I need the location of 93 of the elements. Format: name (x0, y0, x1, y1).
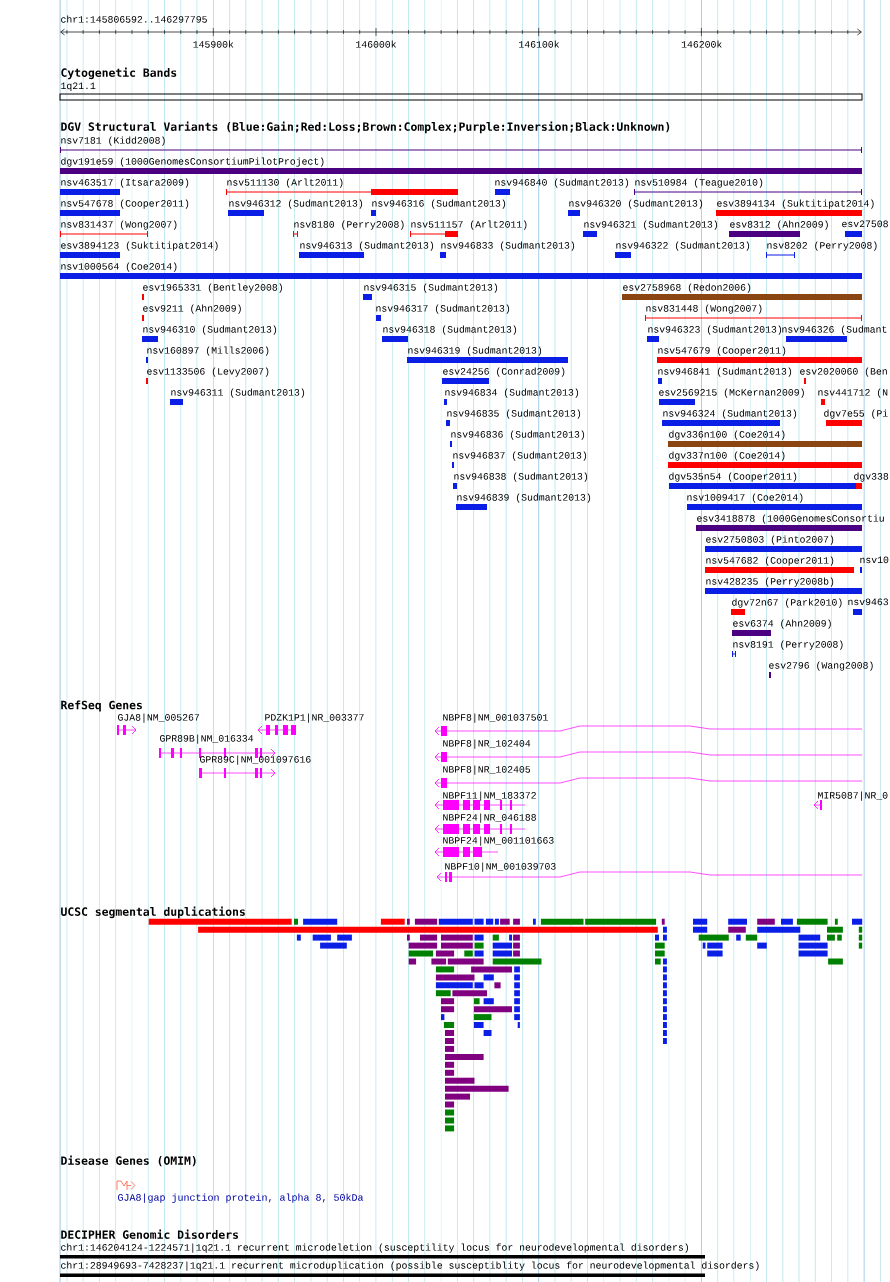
variant-label: nsv463517 (Itsara2009) (61, 178, 189, 188)
variant-label: dgv338 (854, 472, 889, 482)
tick-label: 146200k (681, 40, 722, 48)
track-title: Cytogenetic Bands (61, 67, 177, 80)
variant-label: nsv946836 (Sudmant2013) (451, 430, 585, 440)
gene-label: NBPF8|NR_102404 (443, 739, 531, 749)
variant-label: esv3894134 (Suktitipat2014) (717, 199, 874, 209)
gene-label: GJA8|NM_005267 (118, 713, 200, 723)
variant-label: nsv946321 (Sudmant2013) (584, 220, 718, 230)
variant-label: nsv946839 (Sudmant2013) (457, 493, 591, 503)
variant-label: nsv10 (860, 556, 889, 564)
variant-label: nsv831448 (Wong2007) (646, 304, 762, 314)
variant-label: nsv7181 (Kidd2008) (61, 136, 165, 146)
variant-label: nsv946834 (Sudmant2013) (445, 388, 579, 398)
variant-label: nsv946324 (Sudmant2013) (663, 409, 797, 419)
gene-label: NBPF8|NR_102405 (443, 765, 531, 775)
variant-label: dgv337n100 (Coe2014) (669, 451, 785, 461)
band-label: 1q21.1 (61, 82, 96, 92)
gene-label: GJA8|gap junction protein, alpha 8, 50kDa (118, 1193, 364, 1203)
disorder-label: chr1:146204124-1224571|1q21.1 recurrent microdeletion (susceptility locus for neurodevelopmental disorders) (61, 1243, 688, 1253)
variant-label: nsv946838 (Sudmant2013) (454, 472, 588, 482)
variant-label: nsv9463 (848, 598, 889, 606)
variant-label: esv2020060 (Ben (800, 367, 887, 377)
variant-label: nsv8202 (Perry2008) (767, 241, 877, 251)
gene-label: PDZK1P1|NR_003377 (265, 713, 364, 723)
variant-label: esv6374 (Ahn2009) (733, 619, 831, 629)
gene-label: MIR5087|NR_0 (818, 791, 888, 801)
variant-label: esv27508 (842, 220, 888, 228)
variant-label: nsv511157 (Arlt2011) (411, 220, 527, 230)
gene-label: NBPF10|NM_001039703 (445, 862, 556, 872)
variant-label: nsv946319 (Sudmant2013) (408, 346, 542, 356)
variant-label: esv24256 (Conrad2009) (443, 367, 565, 377)
variant-label: nsv8191 (Perry2008) (733, 640, 843, 650)
gene-label: NBPF24|NR_046188 (443, 813, 536, 823)
variant-label: nsv946318 (Sudmant2013) (383, 325, 517, 335)
variant-label: dgv191e59 (1000GenomesConsortiumPilotProject) (61, 157, 324, 167)
variant-label: esv2758968 (Redon2006) (623, 283, 751, 293)
variant-label: nsv946840 (Sudmant2013) (495, 178, 629, 188)
variant-label: esv1133506 (Levy2007) (147, 367, 269, 377)
variant-label: nsv946323 (Sudmant2013) (648, 325, 782, 335)
variant-label: nsv511130 (Arlt2011) (227, 178, 343, 188)
variant-label: esv2796 (Wang2008) (769, 661, 873, 671)
track-title: DGV Structural Variants (Blue:Gain;Red:Loss;Brown:Complex;Purple:Inversion;Black:Unknown) (61, 121, 670, 134)
variant-label: esv3894123 (Suktitipat2014) (61, 241, 218, 251)
gene-label: GPR89C|NM_001097616 (200, 755, 311, 765)
variant-label: nsv946833 (Sudmant2013) (441, 241, 575, 251)
track-title: UCSC segmental duplications (61, 906, 245, 919)
tick-label: 146100k (519, 40, 560, 48)
track-title: RefSeq Genes (61, 700, 142, 712)
tick-label: 146000k (356, 40, 397, 48)
variant-label: esv8312 (Ahn2009) (730, 220, 828, 230)
gene-label: NBPF8|NM_001037501 (443, 713, 548, 723)
variant-label: nsv946311 (Sudmant2013) (171, 388, 305, 398)
variant-label: nsv946837 (Sudmant2013) (453, 451, 587, 461)
variant-label: nsv547678 (Cooper2011) (61, 199, 189, 209)
variant-label: nsv946326 (Sudmant (782, 325, 887, 335)
variant-label: esv3418878 (1000GenomesConsortiu (697, 514, 884, 524)
gene-label: NBPF11|NM_183372 (443, 791, 536, 801)
variant-label: nsv8180 (Perry2008) (294, 220, 404, 230)
variant-label: nsv547682 (Cooper2011) (706, 556, 834, 566)
variant-label: dgv7e55 (Pi (824, 409, 888, 419)
variant-label: nsv946320 (Sudmant2013) (569, 199, 703, 209)
variant-label: nsv946315 (Sudmant2013) (364, 283, 498, 293)
variant-label: esv2569215 (McKernan2009) (659, 388, 804, 398)
variant-label: nsv831437 (Wong2007) (61, 220, 177, 230)
locus-label: chr1:145806592..146297795 (61, 15, 207, 23)
gene-label: GPR89B|NM_016334 (160, 734, 254, 744)
gene-label: NBPF24|NM_001101663 (443, 836, 554, 846)
variant-label: dgv336n100 (Coe2014) (669, 430, 785, 440)
variant-label: nsv946835 (Sudmant2013) (447, 409, 581, 419)
variant-label: nsv946310 (Sudmant2013) (143, 325, 277, 335)
variant-label: nsv1009417 (Coe2014) (687, 493, 803, 503)
variant-label: nsv510984 (Teague2010) (635, 178, 763, 188)
variant-label: nsv428235 (Perry2008b) (706, 577, 834, 587)
variant-label: dgv535n54 (Cooper2011) (669, 472, 797, 482)
variant-label: esv2750803 (Pinto2007) (706, 535, 834, 545)
variant-label: dgv72n67 (Park2010) (732, 598, 842, 608)
variant-label: esv1965331 (Bentley2008) (143, 283, 282, 293)
variant-label: nsv1000564 (Coe2014) (61, 262, 177, 272)
variant-label: nsv441712 (N (818, 388, 888, 398)
variant-label: nsv946313 (Sudmant2013) (300, 241, 434, 251)
variant-label: nsv547679 (Cooper2011) (658, 346, 786, 356)
track-title: DECIPHER Genomic Disorders (61, 1229, 238, 1239)
variant-label: nsv946316 (Sudmant2013) (372, 199, 506, 209)
variant-label: esv9211 (Ahn2009) (143, 304, 241, 314)
variant-label: nsv946312 (Sudmant2013) (229, 199, 363, 209)
variant-label: nsv946317 (Sudmant2013) (376, 304, 510, 314)
variant-label: nsv946841 (Sudmant2013) (658, 367, 792, 377)
track-title: Disease Genes (OMIM) (61, 1155, 196, 1167)
variant-label: nsv946322 (Sudmant2013) (616, 241, 750, 251)
tick-label: 145900k (193, 40, 234, 48)
disorder-label: chr1:28949693-7428237|1q21.1 recurrent microduplication (possible susceptiblity locus for neurodevelopmental disorders) (61, 1261, 759, 1271)
variant-label: nsv160897 (Mills2006) (147, 346, 269, 356)
